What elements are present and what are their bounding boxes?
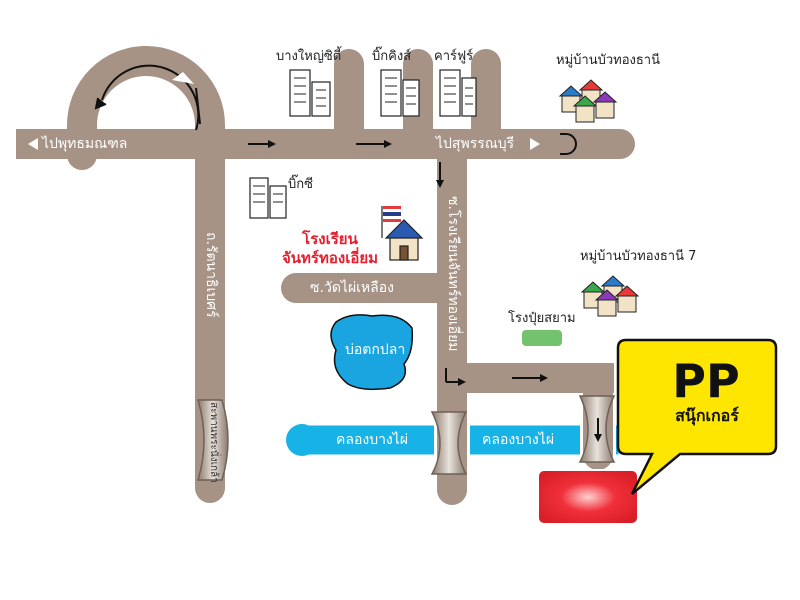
label-soi-school: ซ.โรงเรียนจันทร์ทองเอี่ยม: [445, 196, 461, 352]
fertilizer-plant-marker: [522, 330, 562, 346]
label-big-king: บิ๊กคิงส์: [372, 49, 412, 64]
building-windows: [253, 77, 473, 203]
pond: [330, 314, 414, 391]
label-school-line2: จันทร์ทองเอี่ยม: [282, 248, 379, 267]
label-rattanathibet-road: ถ.รัตนาธิเบศร์: [203, 232, 219, 318]
bridge-canal-1: [430, 411, 468, 475]
label-school-line1: โรงเรียน: [302, 230, 358, 248]
label-village-7: หมู่บ้านบัวทองธานี 7: [580, 249, 697, 264]
label-canal-right: คลองบางไผ่: [482, 432, 555, 448]
destination-marker[interactable]: [537, 469, 639, 525]
u-turn-icon: [560, 133, 577, 155]
direction-arrow-icon: [28, 72, 602, 442]
label-bridge: สะพานพระนั่งเกล้า: [208, 402, 219, 483]
thai-flag-icon: [381, 206, 401, 238]
label-big-c: บิ๊กซี: [288, 177, 313, 192]
label-bang-yai-city: บางใหญ่ซิตี้: [276, 49, 342, 64]
callout-bubble: [616, 338, 778, 495]
label-canal-left: คลองบางไผ่: [336, 432, 409, 448]
label-to-suphanburi: ไปสุพรรณบุรี: [436, 136, 515, 152]
callout-subtitle: สนุ๊กเกอร์: [675, 406, 739, 425]
building-icon: [249, 69, 477, 219]
house-icon: [580, 275, 640, 317]
label-fishing-pond: บ่อตกปลา: [345, 342, 406, 358]
bridge-left-road: [196, 399, 229, 481]
callout-title: PP: [672, 354, 740, 408]
house-icon: [558, 79, 618, 123]
u-turn-loop-arrows: [94, 64, 201, 131]
label-to-phutthamonthon: ไปพุทธมณฑล: [42, 136, 128, 152]
school-house-icon: [384, 219, 424, 261]
label-soi-wat-phai-lueang: ซ.วัดไผ่เหลือง: [310, 280, 394, 296]
label-village-1: หมู่บ้านบัวทองธานี: [556, 53, 660, 68]
label-carrefour: คาร์ฟูร์: [434, 49, 474, 64]
label-fertilizer-plant: โรงปุ๋ยสยาม: [508, 311, 576, 326]
label-school: โรงเรียน จันทร์ทองเอี่ยม: [282, 230, 378, 268]
